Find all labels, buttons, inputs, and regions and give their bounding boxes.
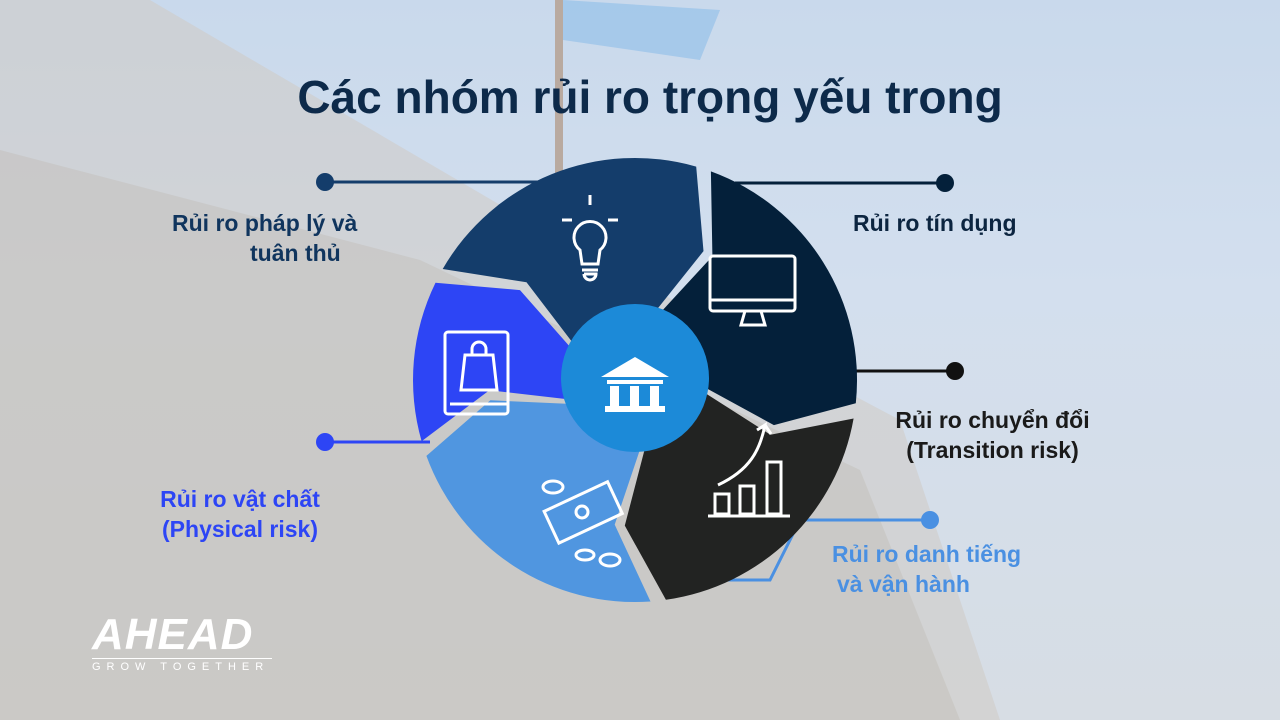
dot-reputation xyxy=(921,511,939,529)
dot-legal xyxy=(316,173,334,191)
monitor-icon xyxy=(708,254,797,327)
dot-credit xyxy=(936,174,954,192)
money-icon xyxy=(541,479,625,568)
label-transition: Rủi ro chuyển đổi(Transition risk) xyxy=(895,407,1090,463)
dot-physical xyxy=(316,433,334,451)
wheel-segment-3 xyxy=(426,400,651,603)
bank-icon xyxy=(601,357,669,412)
wheel-segment-1 xyxy=(658,171,858,426)
ahead-logo: AHEAD GROW TOGETHER xyxy=(92,612,272,673)
label-credit: Rủi ro tín dụng xyxy=(853,210,1017,236)
growth-chart-icon xyxy=(708,421,790,518)
label-physical: Rủi ro vật chất(Physical risk) xyxy=(160,486,320,542)
connector-reputation xyxy=(700,518,930,582)
lightbulb-icon xyxy=(562,195,618,282)
book-bag-icon xyxy=(443,330,510,416)
wheel-segment-0 xyxy=(442,157,704,345)
center-circle xyxy=(561,304,709,452)
dot-transition xyxy=(946,362,964,380)
page-title: Các nhóm rủi ro trọng yếu trong xyxy=(297,71,1003,123)
